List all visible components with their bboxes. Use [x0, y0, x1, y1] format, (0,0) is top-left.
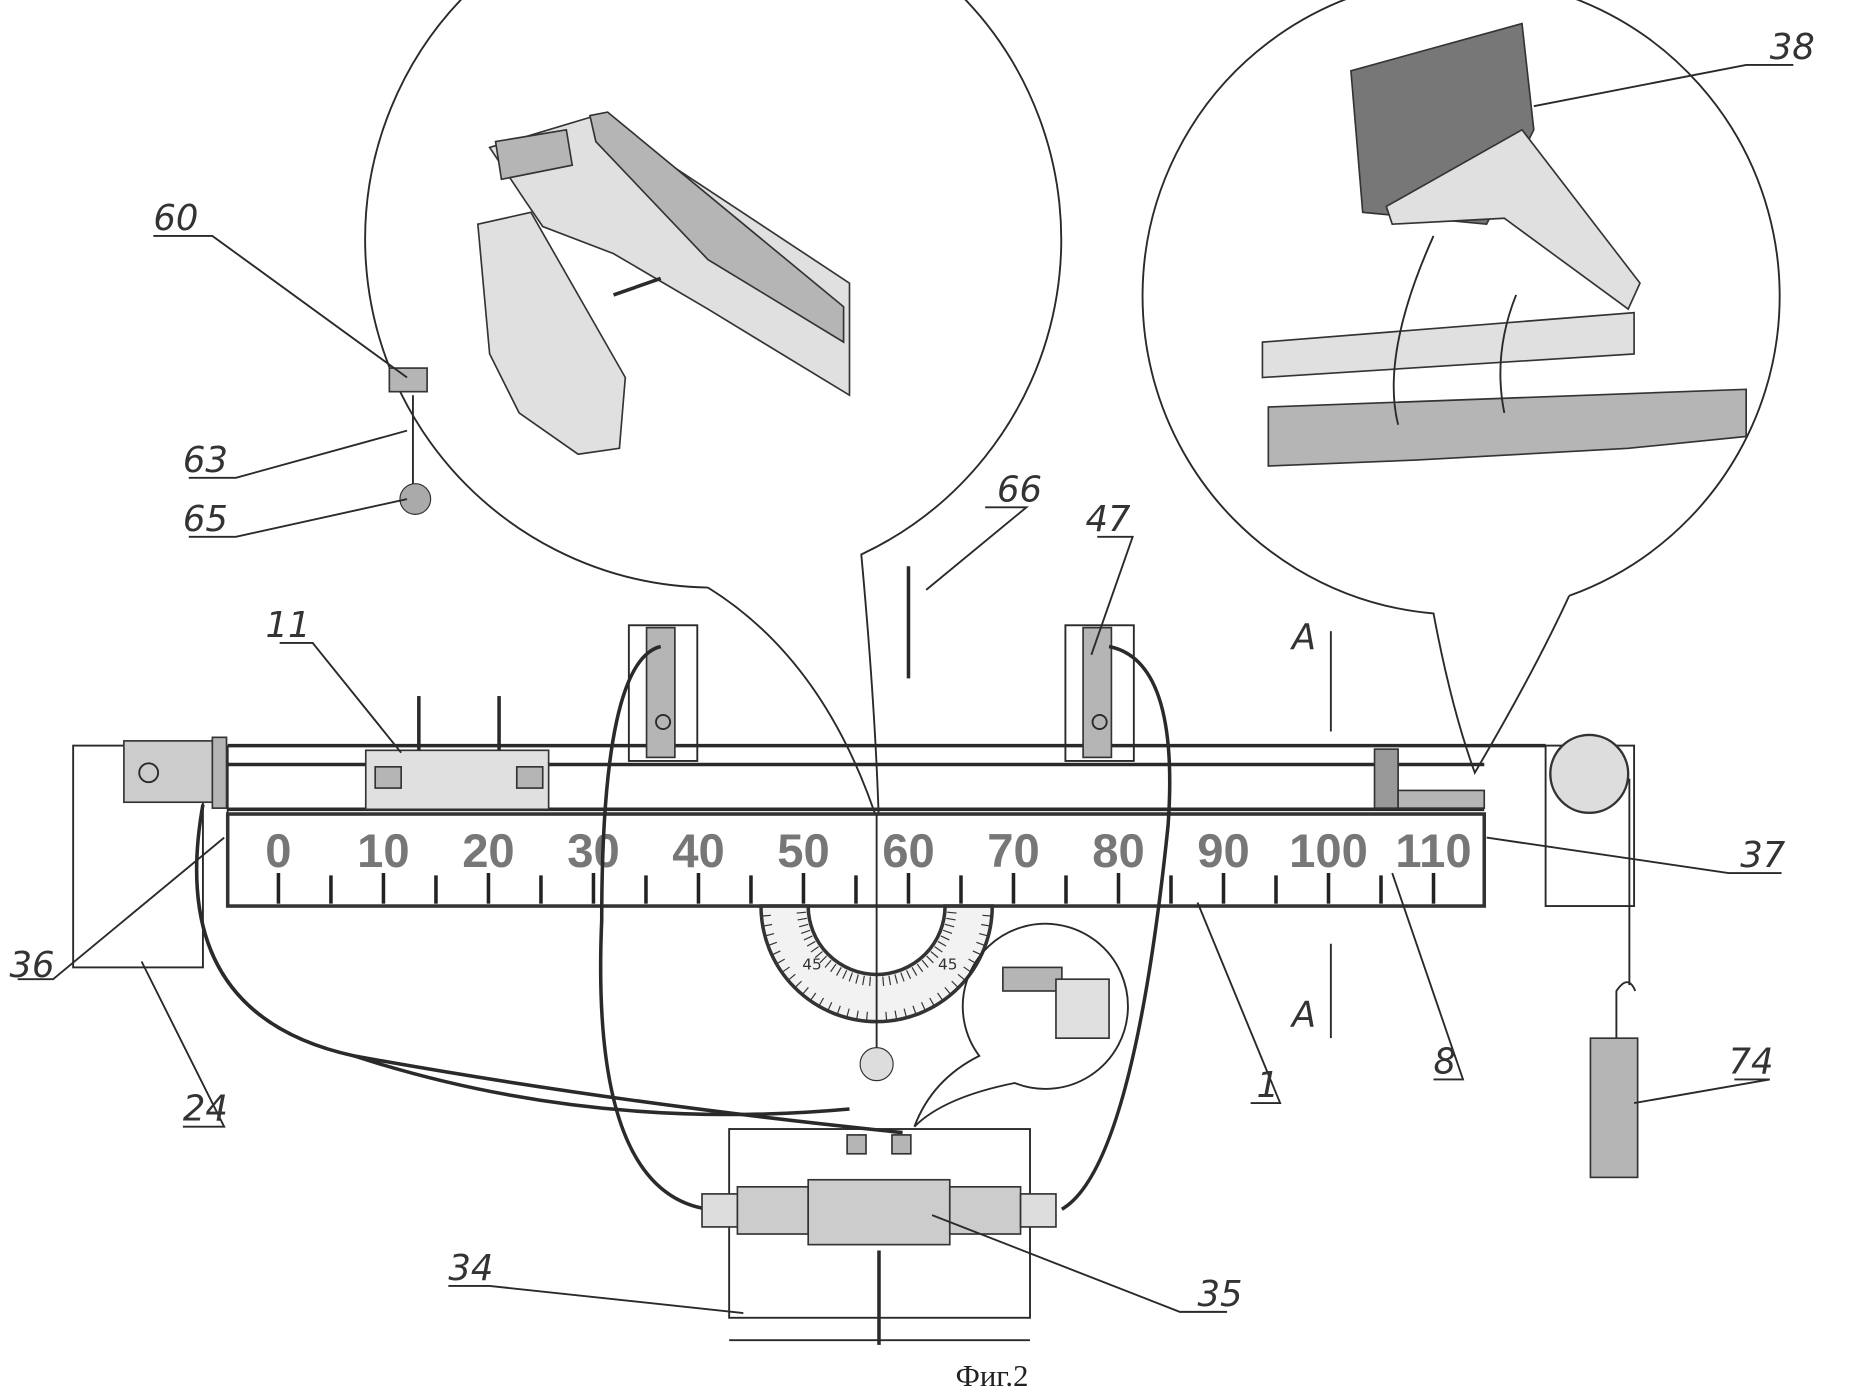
scale-label: 100 — [1289, 825, 1368, 878]
protractor-label-left: 45 — [802, 956, 822, 974]
label-34: 34 — [448, 1248, 493, 1289]
scale-label: 40 — [672, 825, 725, 878]
protractor-tick — [763, 915, 771, 916]
label-1: 1 — [1257, 1065, 1280, 1106]
scale-label: 0 — [265, 825, 291, 878]
protractor-tick — [867, 1012, 868, 1020]
label-A-top: A — [1290, 617, 1316, 658]
scale-label: 110 — [1395, 825, 1471, 878]
label-37: 37 — [1740, 835, 1786, 876]
protractor-label-right: 45 — [938, 956, 958, 974]
clamp-36 — [124, 741, 212, 802]
slider-detail — [389, 112, 849, 514]
cables — [197, 647, 1170, 1345]
figure-caption: Фиг.2 — [956, 1359, 1029, 1393]
pulley — [1550, 735, 1628, 813]
label-36: 36 — [9, 945, 54, 986]
protractor-tick — [797, 912, 806, 913]
protractor-tick — [883, 977, 884, 986]
carriage-11 — [366, 696, 549, 809]
stand-47 — [1065, 625, 1133, 761]
scale-label: 20 — [462, 825, 515, 878]
detail-bubble-left — [365, 0, 1061, 826]
scale-label: 70 — [987, 825, 1040, 878]
label-35: 35 — [1198, 1274, 1243, 1315]
protractor-tick — [947, 912, 956, 913]
label-60: 60 — [153, 198, 198, 239]
connector-35 — [702, 1135, 1056, 1245]
scale-label: 60 — [882, 825, 935, 878]
label-65: 65 — [183, 499, 228, 540]
sensor-60 — [389, 368, 427, 392]
protractor-tick — [886, 1012, 887, 1020]
scale-label: 90 — [1197, 825, 1250, 878]
label-38: 38 — [1770, 27, 1815, 68]
label-24: 24 — [183, 1089, 228, 1130]
stand-left — [629, 625, 697, 761]
label-63: 63 — [183, 440, 228, 481]
pendulum-ball — [860, 1048, 893, 1081]
scale-label: 80 — [1092, 825, 1145, 878]
protractor-tick — [982, 915, 990, 916]
scale-label: 30 — [567, 825, 620, 878]
leader-lines — [18, 65, 1794, 1313]
label-66: 66 — [997, 469, 1042, 510]
scale-label: 10 — [357, 825, 410, 878]
protractor-tick — [870, 977, 871, 986]
label-47: 47 — [1085, 499, 1131, 540]
weight-74 — [1590, 1038, 1637, 1177]
label-11: 11 — [265, 605, 310, 646]
label-A-bottom: A — [1290, 994, 1316, 1035]
label-74: 74 — [1728, 1042, 1773, 1083]
friction-pad-detail — [1262, 24, 1746, 466]
scale-label: 50 — [777, 825, 830, 878]
label-8: 8 — [1434, 1042, 1457, 1083]
